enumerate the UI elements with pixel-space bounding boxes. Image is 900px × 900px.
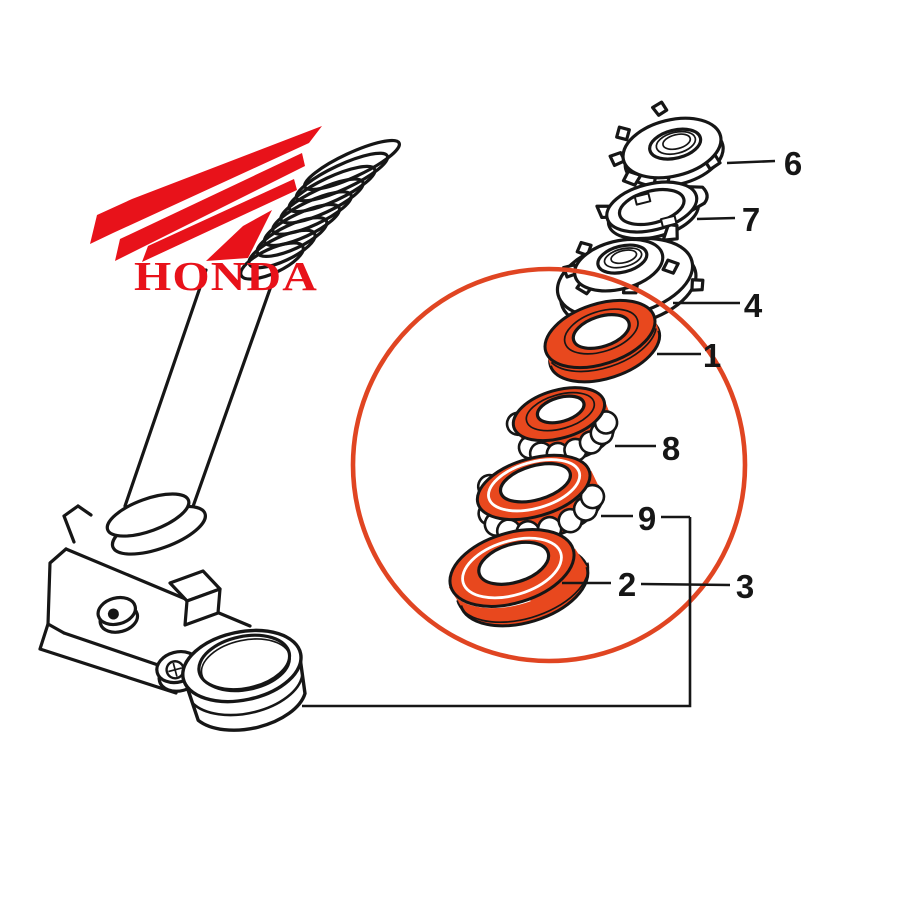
group-bracket-line [302,517,692,708]
callout-label-9: 9 [638,500,656,537]
part-lower-dust-seal [448,528,590,628]
honda-logo: HONDA [90,126,322,299]
part-castle-nut [608,100,725,190]
callout-label-6: 6 [784,145,802,182]
part-lower-ball-bearing [475,453,606,546]
callout-label-2: 2 [618,566,636,603]
callout-label-8: 8 [662,430,680,467]
part-adjusting-nut [555,236,705,329]
fork-clamp-ring [181,628,307,732]
callout-labels: 6 7 4 1 8 9 2 3 [618,145,802,605]
callout-label-3: 3 [736,568,754,605]
hex-nut [96,595,140,634]
steering-stem-drawing [38,138,402,732]
part-upper-ball-bearing [505,386,619,467]
part-upper-dust-seal [543,298,662,384]
callout-label-1: 1 [703,337,721,374]
honda-wordmark: HONDA [134,253,318,299]
callout-label-7: 7 [742,201,760,238]
part-lock-washer [595,180,709,242]
stem-collar [105,492,207,556]
stem-tube [123,268,278,534]
stem-threads [239,138,402,281]
callout-lines [302,159,776,708]
honda-wing-icon [90,126,322,262]
callout-label-4: 4 [744,287,763,324]
bottom-bridge [38,504,307,732]
highlight-circle [350,266,748,664]
